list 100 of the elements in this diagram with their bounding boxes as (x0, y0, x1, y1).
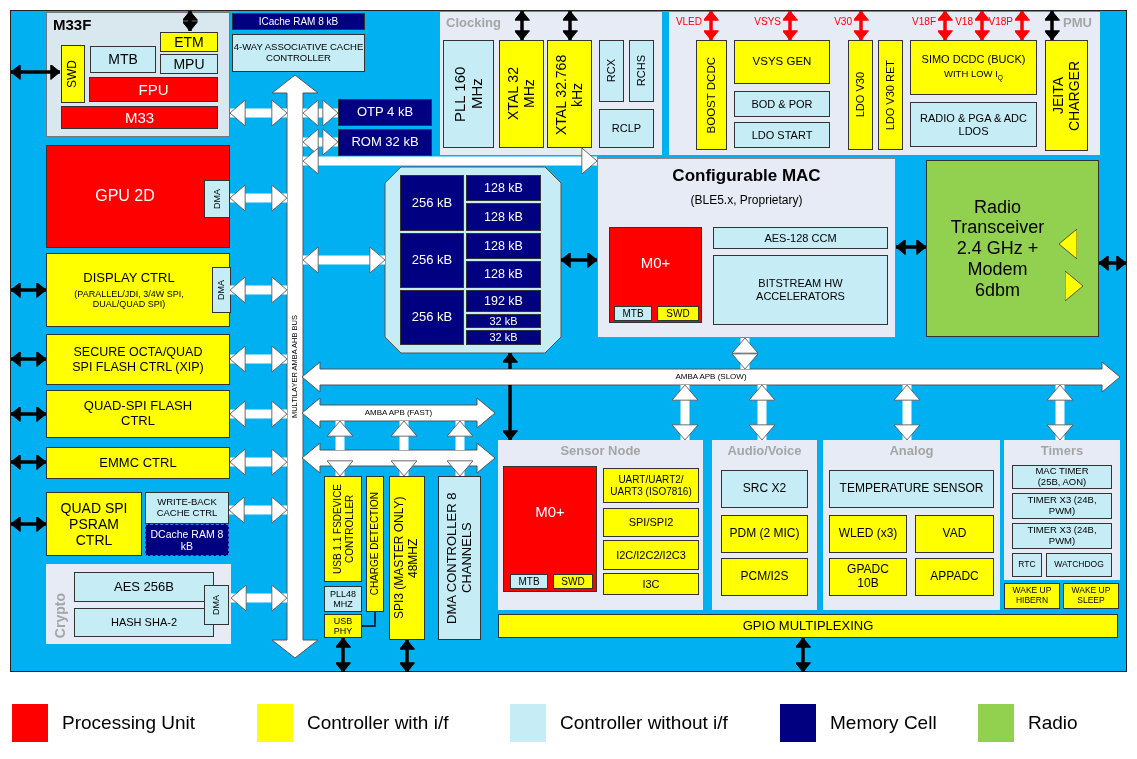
connector-arrow (229, 276, 288, 304)
controller-block (910, 40, 1037, 95)
connector-arrow (1046, 384, 1074, 441)
controller-block (599, 109, 654, 148)
controller-block (878, 40, 903, 150)
block-label: HASH SHA-2 (111, 616, 177, 629)
block-label: WAKE UP SLEEP (1070, 586, 1112, 606)
bus-label: AMBA APB (SLOW) (675, 372, 747, 382)
controller-block (46, 447, 230, 479)
memory-block (466, 203, 541, 231)
controller-block (389, 476, 425, 640)
memory-block (400, 175, 464, 231)
radio-block (926, 160, 1099, 337)
controller-block (204, 585, 229, 625)
block-label: BOOST DCDC (704, 56, 718, 134)
block-label: DMA (216, 280, 227, 300)
connector-arrow (229, 448, 288, 476)
block-label: WITH LOW I$_{Q}$ (944, 69, 1003, 82)
connector-line (1044, 10, 1060, 41)
controller-block (1012, 465, 1112, 489)
controller-block (324, 586, 362, 612)
block-label: 32 kB (489, 331, 518, 344)
connector-line (895, 239, 927, 255)
legend-label: Controller with i/f (307, 712, 449, 734)
controller-block (1012, 493, 1112, 519)
block-label: XTAL 32.768 kHz (553, 52, 586, 137)
connector-arrow (302, 147, 598, 175)
controller-block (510, 574, 548, 589)
connector-line (502, 385, 518, 441)
group-panel (498, 440, 703, 610)
legend-label: Controller without i/f (560, 712, 728, 734)
controller-block (734, 40, 830, 84)
connector-line (10, 64, 61, 80)
memory-block (338, 129, 432, 156)
block-label: CHARGE DETECTION (369, 492, 381, 596)
group-title: M33F (53, 16, 92, 34)
block-label: ROM 32 kB (351, 135, 419, 150)
block-label: SWD (561, 575, 585, 588)
group-title: Timers (1040, 444, 1084, 459)
controller-block (438, 476, 481, 640)
block-label: AES 256B (114, 579, 174, 595)
connector-line (10, 516, 47, 532)
bus-bar (302, 362, 1120, 392)
group-title: PMU (1063, 16, 1092, 31)
memory-block (400, 233, 464, 288)
controller-block (696, 40, 727, 150)
connector-line (335, 637, 351, 673)
block-label: PLL 160 MHz (451, 65, 486, 124)
block-label: WRITE-BACK CACHE CTRL (155, 497, 219, 519)
block-label: PLL48 MHZ (329, 588, 357, 610)
edge-label: V18P (988, 16, 1013, 27)
controller-block (657, 306, 699, 321)
connector-line (1014, 10, 1030, 41)
block-label: MAC TIMER (25B, AON) (1034, 466, 1090, 488)
connector-line (182, 10, 198, 32)
edge-label: VSYS (754, 16, 781, 27)
block-label: AES-128 CCM (764, 231, 837, 245)
controller-block (145, 492, 229, 524)
connector-line (10, 351, 47, 367)
connector-arrow (302, 128, 339, 156)
block-label: BITSTREAM HW ACCELERATORS (755, 277, 846, 303)
block-label: RCHS (635, 55, 648, 87)
block-label: 128 kB (484, 180, 523, 196)
controller-block (160, 54, 218, 74)
group-panel (823, 440, 1000, 610)
memory-block (338, 99, 432, 126)
processor-block (503, 466, 597, 592)
block-label: JEITA CHARGER (1050, 59, 1083, 133)
connector-arrow (671, 384, 699, 441)
controller-block (324, 476, 362, 582)
group-subtitle: (BLE5.x, Proprietary) (690, 193, 803, 208)
group-panel (440, 12, 662, 155)
processor-block (609, 227, 702, 323)
controller-block (734, 91, 830, 117)
block-label: QUAD-SPI FLASH CTRL (83, 399, 193, 429)
group-title: Clocking (446, 16, 501, 31)
edge-label: V30 (834, 16, 852, 27)
group-panel (597, 158, 896, 338)
controller-block (1045, 40, 1088, 151)
controller-block (1012, 523, 1112, 549)
block-label: 192 kB (484, 293, 523, 309)
legend-label: Memory Cell (830, 712, 937, 734)
block-label: DMA (211, 189, 223, 209)
block-label: LDO V30 RET (884, 59, 897, 131)
controller-block (160, 32, 218, 52)
block-label: SIMO DCDC (BUCK) (921, 53, 1026, 67)
block-label: (PARALLEL/JDI, 3/4W SPI, DUAL/QUAD SPI) (73, 288, 185, 310)
block-label: USB 1.1 FSDEVICE CONTROLLER (331, 483, 355, 576)
controller-block (46, 253, 230, 327)
block-label: USB PHY (332, 615, 354, 637)
block-label: SECURE OCTA/QUAD SPI FLASH CTRL (XIP) (71, 345, 205, 374)
block-label: XTAL 32 MHz (505, 66, 538, 123)
connector-line (10, 454, 47, 470)
connector-arrow (229, 400, 288, 428)
connector-line (782, 10, 798, 41)
connector-line (560, 252, 598, 268)
block-label: 128 kB (484, 267, 523, 282)
block-label: MTB (622, 307, 644, 320)
block-label: 256 kB (411, 253, 453, 268)
block-label: Radio Transceiver 2.4 GHz + Modem 6dbm (949, 196, 1046, 301)
